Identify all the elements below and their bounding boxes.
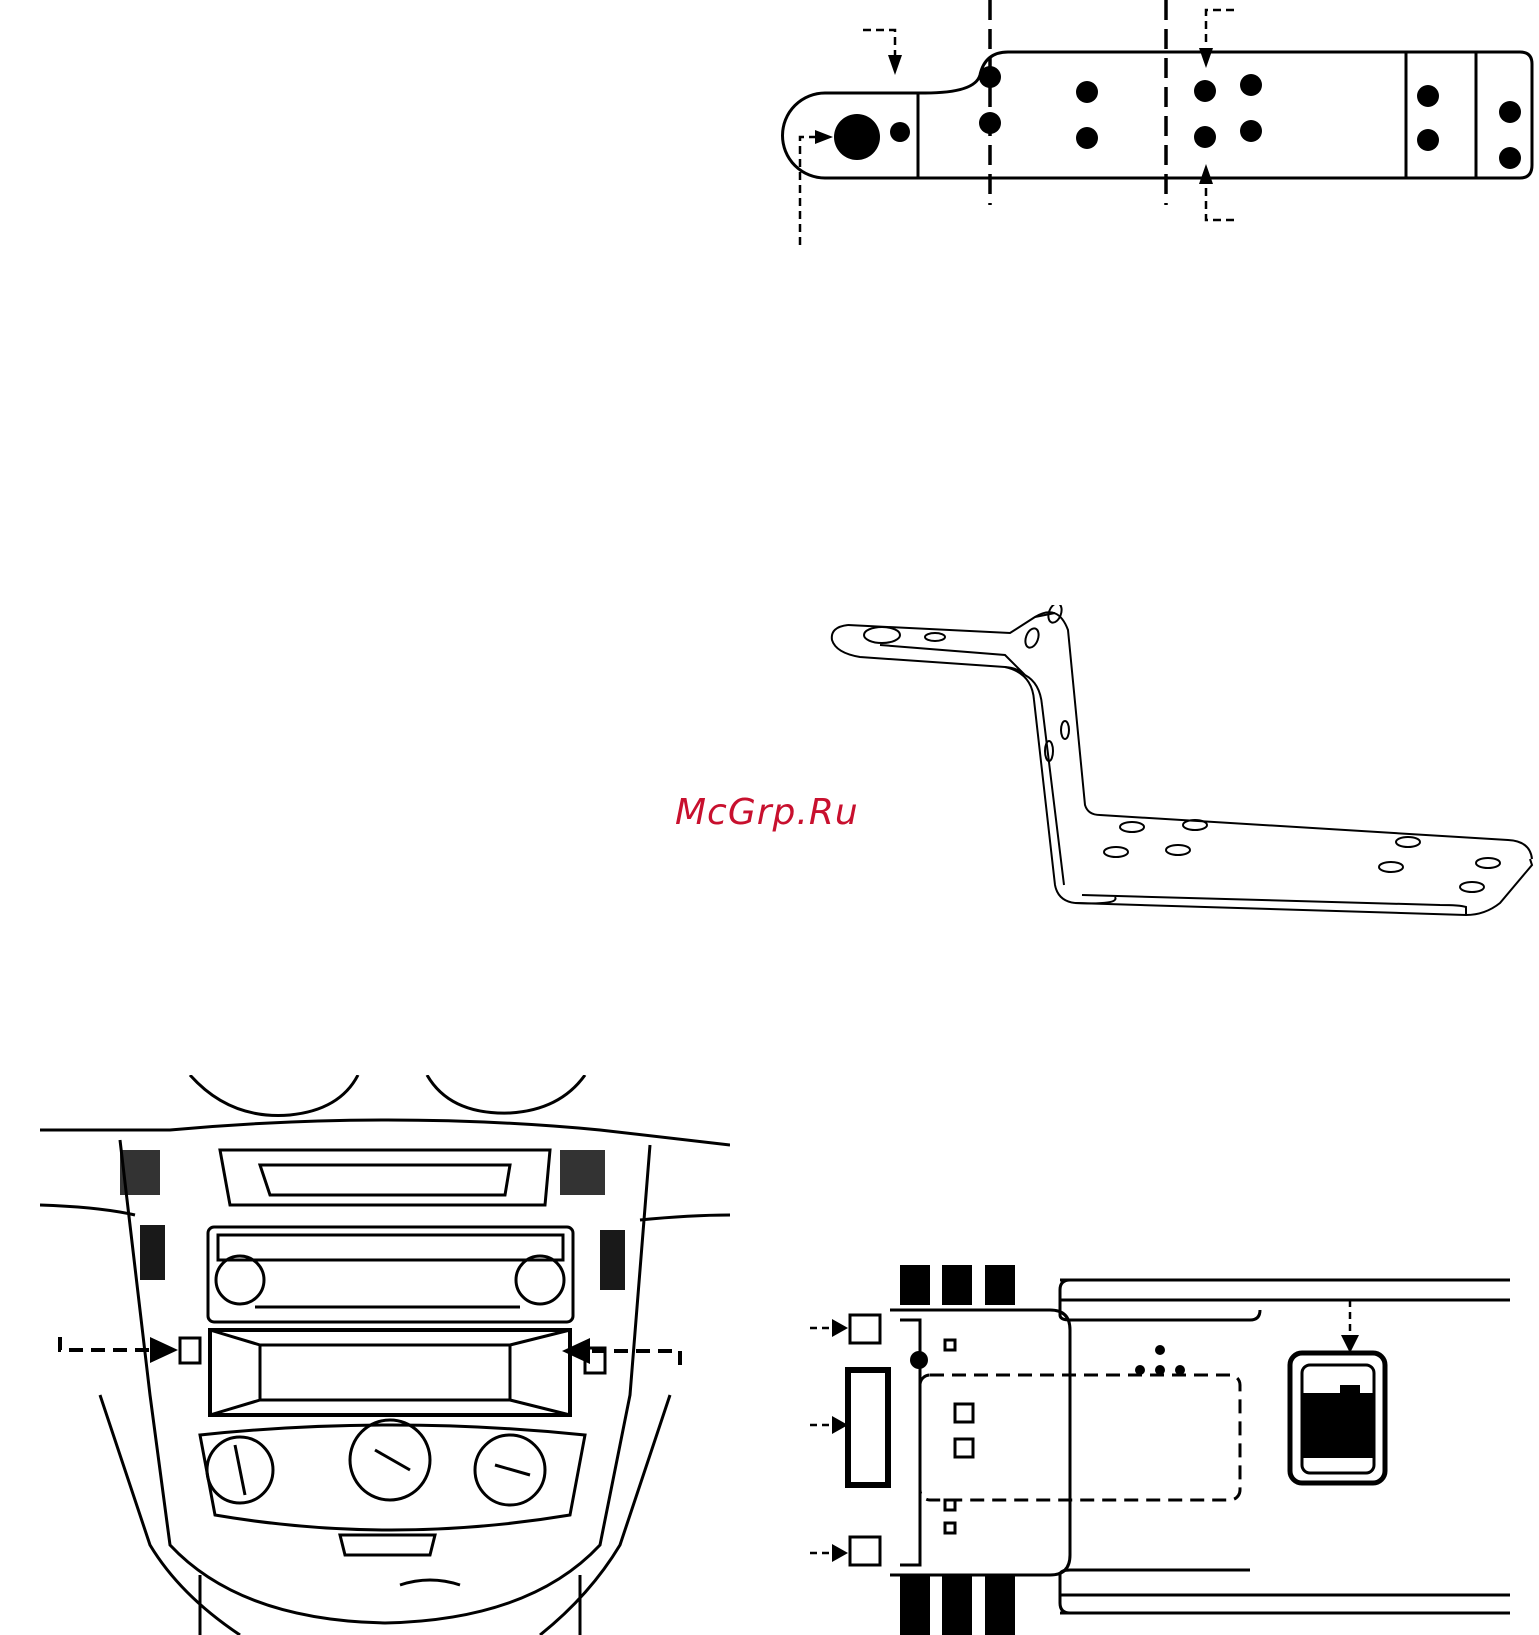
bracket-isometric — [820, 605, 1539, 935]
arrow-icon — [832, 1544, 848, 1562]
radio-side-view — [810, 1265, 1539, 1635]
arrow-icon — [1341, 1335, 1359, 1353]
retaining-clip — [180, 1338, 200, 1363]
arrow-icon — [1199, 164, 1213, 184]
hole — [1417, 85, 1439, 107]
hole — [1240, 120, 1262, 142]
mounting-tab — [850, 1537, 880, 1565]
hole — [1240, 74, 1262, 96]
hole — [890, 122, 910, 142]
hole — [1499, 101, 1521, 123]
arrow-icon — [150, 1337, 178, 1363]
hole — [1417, 129, 1439, 151]
dashboard-photo — [40, 1075, 730, 1635]
arrow-icon — [562, 1338, 590, 1364]
volume-knob — [216, 1256, 264, 1304]
hole — [979, 66, 1001, 88]
mounting-tab — [850, 1315, 880, 1343]
watermark: McGrp.Ru — [675, 792, 859, 833]
arrow-icon — [815, 130, 833, 144]
hole — [1194, 126, 1216, 148]
hole — [1499, 147, 1521, 169]
tuning-knob — [516, 1256, 564, 1304]
hole — [1194, 80, 1216, 102]
mounting-hole-large — [834, 114, 880, 160]
arrow-icon — [888, 55, 902, 75]
hole — [1076, 127, 1098, 149]
hole — [979, 112, 1001, 134]
hole — [1076, 81, 1098, 103]
arrow-icon — [1199, 48, 1213, 68]
arrow-icon — [832, 1319, 848, 1337]
bracket-flat-drawing — [770, 0, 1539, 250]
